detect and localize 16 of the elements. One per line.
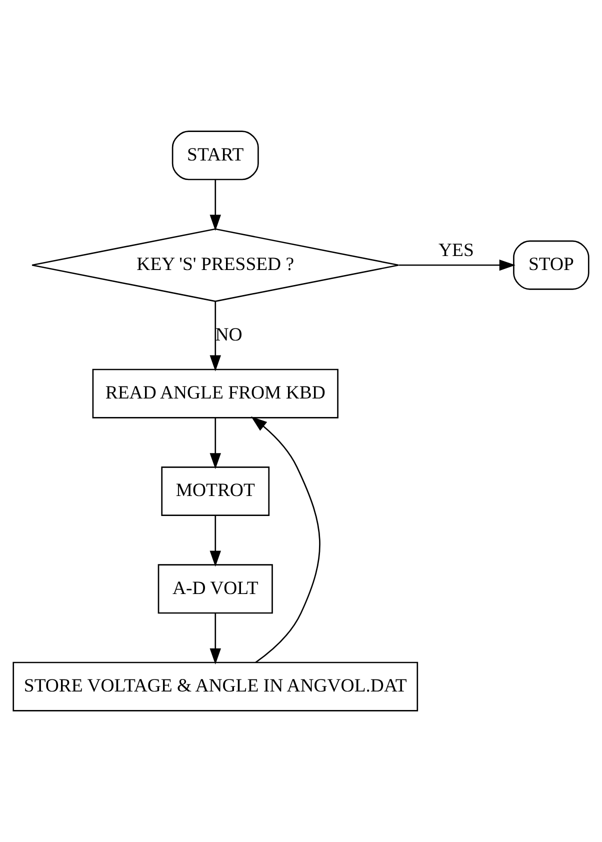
arrow — [399, 260, 516, 271]
node-box: MOTROT — [161, 466, 270, 516]
node-box: READ ANGLE FROM KBD — [92, 368, 338, 418]
arrow — [210, 180, 221, 231]
arrow — [251, 416, 320, 663]
node-diamond: KEY 'S' PRESSED ? — [31, 228, 400, 302]
node-box: STOP — [513, 240, 590, 290]
node-box: STORE VOLTAGE & ANGLE IN ANGVOL.DAT — [12, 662, 418, 712]
arrow — [210, 302, 221, 372]
edge-label: NO — [215, 324, 242, 346]
edge-label: YES — [438, 240, 474, 262]
arrow — [210, 418, 221, 470]
arrow — [210, 613, 221, 664]
arrow — [210, 516, 221, 567]
node-box: A-D VOLT — [158, 564, 273, 614]
node-box: START — [172, 130, 259, 180]
